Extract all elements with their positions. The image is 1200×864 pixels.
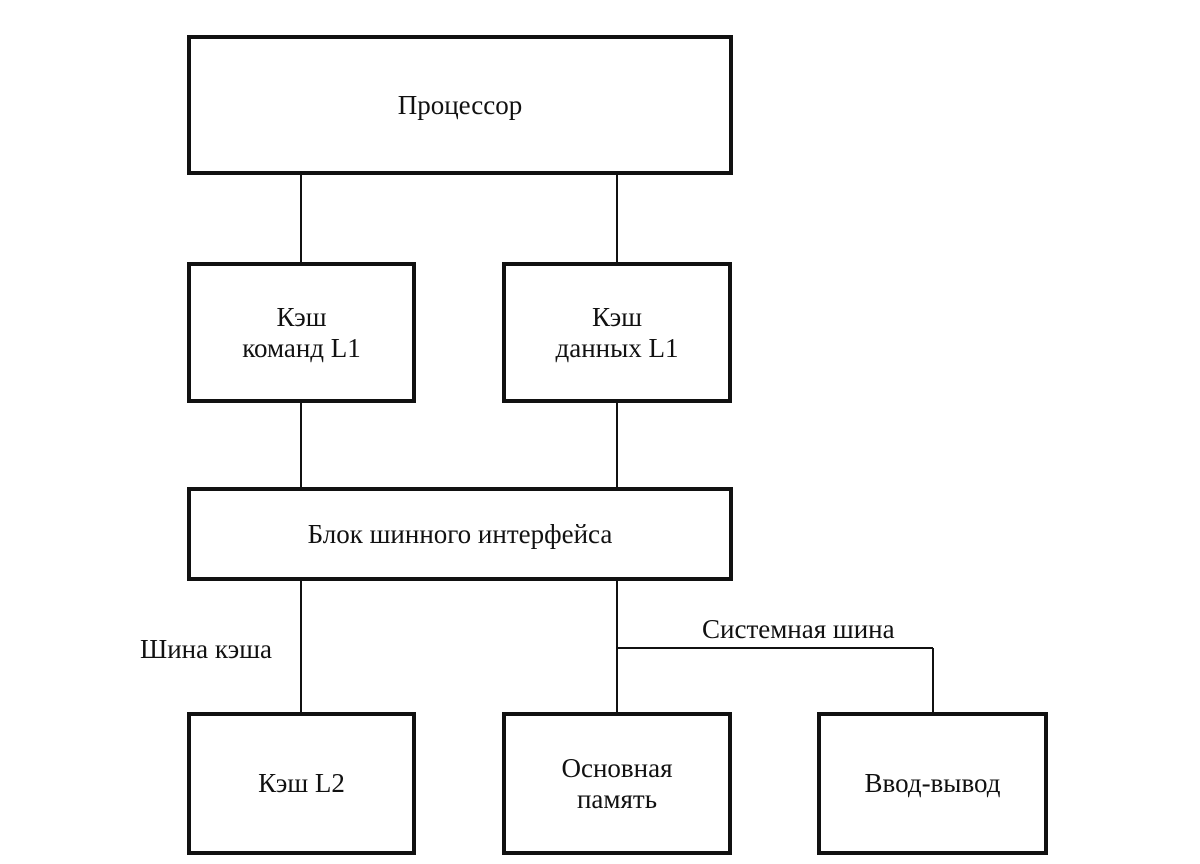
system-bus-label: Системная шина xyxy=(702,614,895,644)
cache-bus-label: Шина кэша xyxy=(140,634,272,664)
main-memory-box: Основная память xyxy=(502,712,732,855)
l2-cache-box: Кэш L2 xyxy=(187,712,416,855)
l1-instruction-cache-label-line-2: команд L1 xyxy=(242,332,361,363)
io-label: Ввод-вывод xyxy=(864,768,1001,798)
processor-box: Процессор xyxy=(187,35,733,175)
main-memory-label-line-1: Основная xyxy=(561,752,673,783)
l1-instruction-cache-label-line-1: Кэш xyxy=(276,301,327,332)
l2-cache-label: Кэш L2 xyxy=(258,768,345,798)
bus-interface-unit-label: Блок шинного интерфейса xyxy=(307,518,613,549)
l1-data-cache-box: Кэш данных L1 xyxy=(502,262,732,403)
l1-instruction-cache-box: Кэш команд L1 xyxy=(187,262,416,403)
main-memory-label-line-2: память xyxy=(576,783,658,814)
l1-data-cache-label-line-2: данных L1 xyxy=(555,332,679,363)
bus-interface-unit-box: Блок шинного интерфейса xyxy=(187,487,733,581)
l1-data-cache-label-line-1: Кэш xyxy=(591,301,643,332)
processor-label: Процессор xyxy=(397,89,523,120)
io-box: Ввод-вывод xyxy=(817,712,1048,855)
